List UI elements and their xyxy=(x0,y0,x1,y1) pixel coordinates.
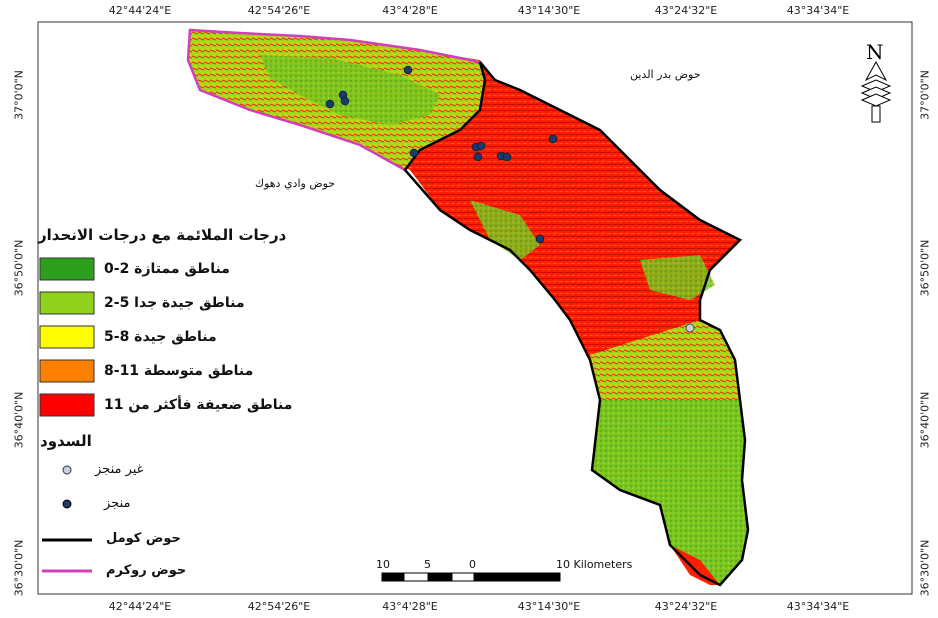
right-tick-label: 36°30'0"N xyxy=(918,539,932,597)
dam-built-marker xyxy=(548,134,558,144)
legend-swatch-excellent xyxy=(39,257,95,281)
top-tick-label: 42°44'24"E xyxy=(108,4,172,17)
bottom-tick-label: 42°44'24"E xyxy=(108,600,172,613)
legend-dam-not-built-icon xyxy=(62,465,72,475)
legend-swatch-good xyxy=(39,325,95,349)
komel-boundary xyxy=(403,61,750,587)
middle-green-patch xyxy=(470,200,540,260)
north-label: N xyxy=(866,40,884,64)
right-tick-label: 36°50'0"N xyxy=(918,239,932,297)
legend-label-good: مناطق جيدة 8-5 xyxy=(104,329,217,345)
legend-dams-title: السدود xyxy=(40,432,92,450)
legend-rokrem-label: حوض روكرم xyxy=(106,563,187,578)
dam-not-built-marker xyxy=(685,323,695,333)
left-tick-label: 37°0'0"N xyxy=(12,70,26,120)
legend-swatch-weak xyxy=(39,393,95,417)
bottom-tick-label: 42°54'26"E xyxy=(247,600,311,613)
middle-green-band xyxy=(590,320,740,400)
dam-built-marker xyxy=(340,96,350,106)
dam-built-marker xyxy=(403,65,413,75)
badr-basin-label: حوض بدر الدين xyxy=(630,68,701,81)
legend-dam-built-icon xyxy=(62,499,72,509)
scale-label-10-km: 10 Kilometers xyxy=(556,558,633,571)
dam-built-marker xyxy=(476,141,486,151)
east-green-patch xyxy=(640,255,715,300)
dam-built-marker xyxy=(409,148,419,158)
legend-label-weak: مناطق ضعيفة فأكثر من 11 xyxy=(104,397,293,413)
right-tick-label: 37°0'0"N xyxy=(918,70,932,120)
legend-swatches xyxy=(39,257,95,417)
top-tick-label: 42°54'26"E xyxy=(247,4,311,17)
left-tick-label: 36°50'0"N xyxy=(12,239,26,297)
scale-label-10-left: 10 xyxy=(376,558,390,571)
southern-red-tip xyxy=(670,545,720,585)
rokrem-green-core xyxy=(260,55,440,125)
southern-basin-green-zone xyxy=(592,400,748,585)
legend-label-excellent: مناطق ممتازة 2-0 xyxy=(104,261,230,277)
top-tick-label: 43°14'30"E xyxy=(517,4,581,17)
legend-label-very-good: مناطق جيدة جدا 5-2 xyxy=(104,295,245,311)
legend-swatch-moderate xyxy=(39,359,95,383)
left-tick-label: 36°30'0"N xyxy=(12,539,26,597)
bottom-tick-label: 43°14'30"E xyxy=(517,600,581,613)
dam-built-marker xyxy=(473,152,483,162)
dam-built-marker xyxy=(325,99,335,109)
scale-bar xyxy=(381,572,561,582)
left-tick-label: 36°40'0"N xyxy=(12,391,26,449)
right-tick-label: 36°40'0"N xyxy=(918,391,932,449)
map-neatline xyxy=(37,21,913,595)
bottom-tick-label: 43°24'32"E xyxy=(654,600,718,613)
north-arrow-icon xyxy=(860,60,892,123)
bottom-tick-label: 43°34'34"E xyxy=(786,600,850,613)
legend-title: درجات الملائمة مع درجات الانحدار xyxy=(38,226,287,244)
legend-komel-label: حوض كومل xyxy=(106,531,181,546)
legend-dam-built-label: منجز xyxy=(104,496,131,511)
scale-label-5: 5 xyxy=(424,558,431,571)
duhok-basin-label: حوض وادي دهوك xyxy=(255,177,336,190)
bottom-tick-label: 43°4'28"E xyxy=(382,600,438,613)
top-tick-label: 43°4'28"E xyxy=(382,4,438,17)
legend-label-moderate: مناطق متوسطة 11-8 xyxy=(104,363,254,379)
legend-swatch-very-good xyxy=(39,291,95,315)
dam-built-marker xyxy=(535,234,545,244)
legend-dam-not-built-label: غير منجز xyxy=(95,462,144,477)
scale-label-0: 0 xyxy=(469,558,476,571)
dam-built-marker xyxy=(502,152,512,162)
top-tick-label: 43°24'32"E xyxy=(654,4,718,17)
top-tick-label: 43°34'34"E xyxy=(786,4,850,17)
dams-built-group xyxy=(325,65,558,244)
